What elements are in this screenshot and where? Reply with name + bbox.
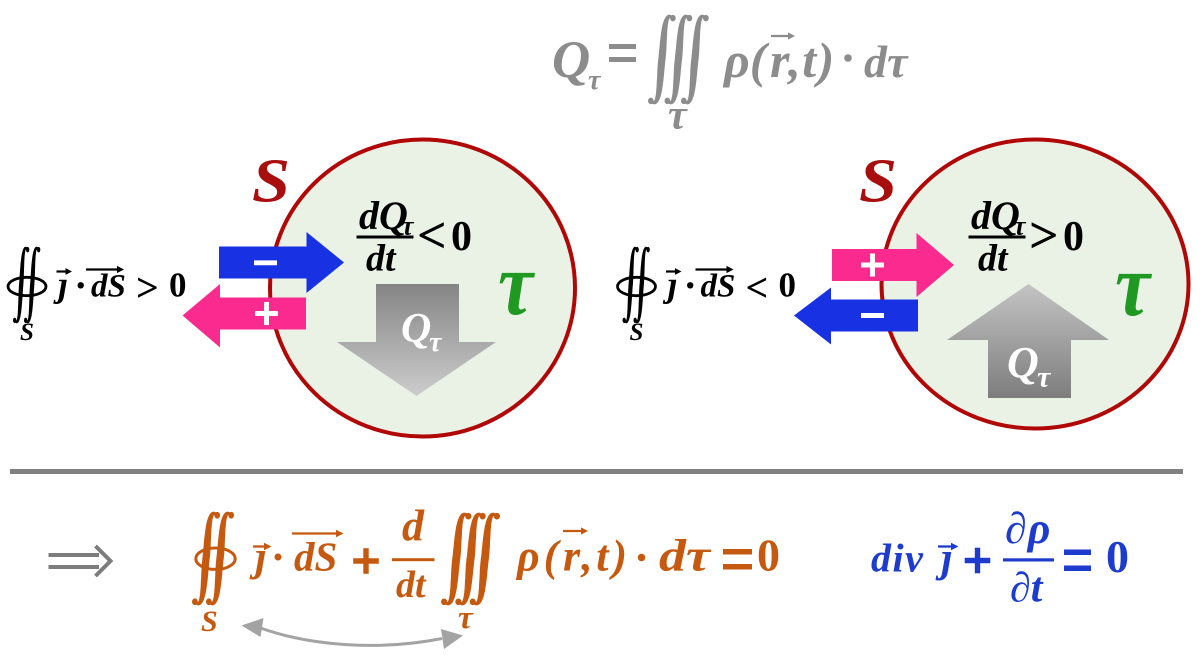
svg-text:dt: dt: [366, 238, 397, 280]
svg-text:>: >: [136, 265, 159, 310]
svg-text:∂t: ∂t: [1010, 566, 1044, 612]
svg-text:τ: τ: [429, 327, 443, 358]
svg-text:0: 0: [451, 214, 472, 260]
svg-text:S: S: [201, 605, 218, 638]
svg-text:r,t): r,t): [770, 32, 836, 88]
svg-text:dQ: dQ: [971, 193, 1020, 238]
svg-text:∂ρ: ∂ρ: [1005, 504, 1051, 553]
svg-text:ρ(: ρ(: [515, 532, 562, 581]
svg-text:τ: τ: [668, 93, 688, 139]
svg-text:<: <: [417, 208, 447, 265]
svg-text:τ: τ: [588, 65, 602, 96]
svg-text:dτ: dτ: [659, 530, 712, 581]
svg-text:0: 0: [1063, 214, 1084, 260]
svg-text:dS: dS: [701, 269, 736, 305]
svg-text:τ: τ: [1115, 236, 1153, 335]
svg-text:dt: dt: [978, 238, 1009, 280]
svg-text:dτ: dτ: [864, 36, 909, 87]
svg-text:τ: τ: [458, 600, 474, 636]
svg-text:τ: τ: [1014, 211, 1027, 241]
svg-text:dt: dt: [396, 564, 427, 606]
svg-text:S: S: [630, 319, 644, 346]
svg-text:0: 0: [779, 266, 797, 305]
svg-text:r,t): r,t): [563, 532, 631, 581]
svg-text:S: S: [20, 319, 34, 346]
svg-text:S: S: [859, 148, 897, 216]
svg-text:S: S: [252, 148, 290, 216]
svg-text:dS: dS: [294, 534, 337, 580]
svg-text:div: div: [871, 536, 924, 581]
svg-text:ρ(: ρ(: [722, 32, 770, 88]
svg-text:>: >: [1029, 208, 1059, 265]
svg-text:dQ: dQ: [359, 193, 408, 238]
svg-text:<: <: [746, 265, 769, 310]
svg-text:Q: Q: [401, 306, 431, 352]
svg-text:0: 0: [1106, 531, 1129, 582]
svg-text:Q: Q: [552, 31, 590, 89]
svg-text:0: 0: [757, 530, 780, 581]
svg-text:d: d: [402, 502, 425, 551]
svg-text:Q: Q: [1007, 338, 1039, 387]
svg-text:τ: τ: [402, 211, 415, 241]
svg-text:0: 0: [169, 266, 187, 305]
svg-text:τ: τ: [498, 235, 536, 334]
svg-text:dS: dS: [91, 269, 126, 305]
svg-text:τ: τ: [1037, 361, 1052, 394]
